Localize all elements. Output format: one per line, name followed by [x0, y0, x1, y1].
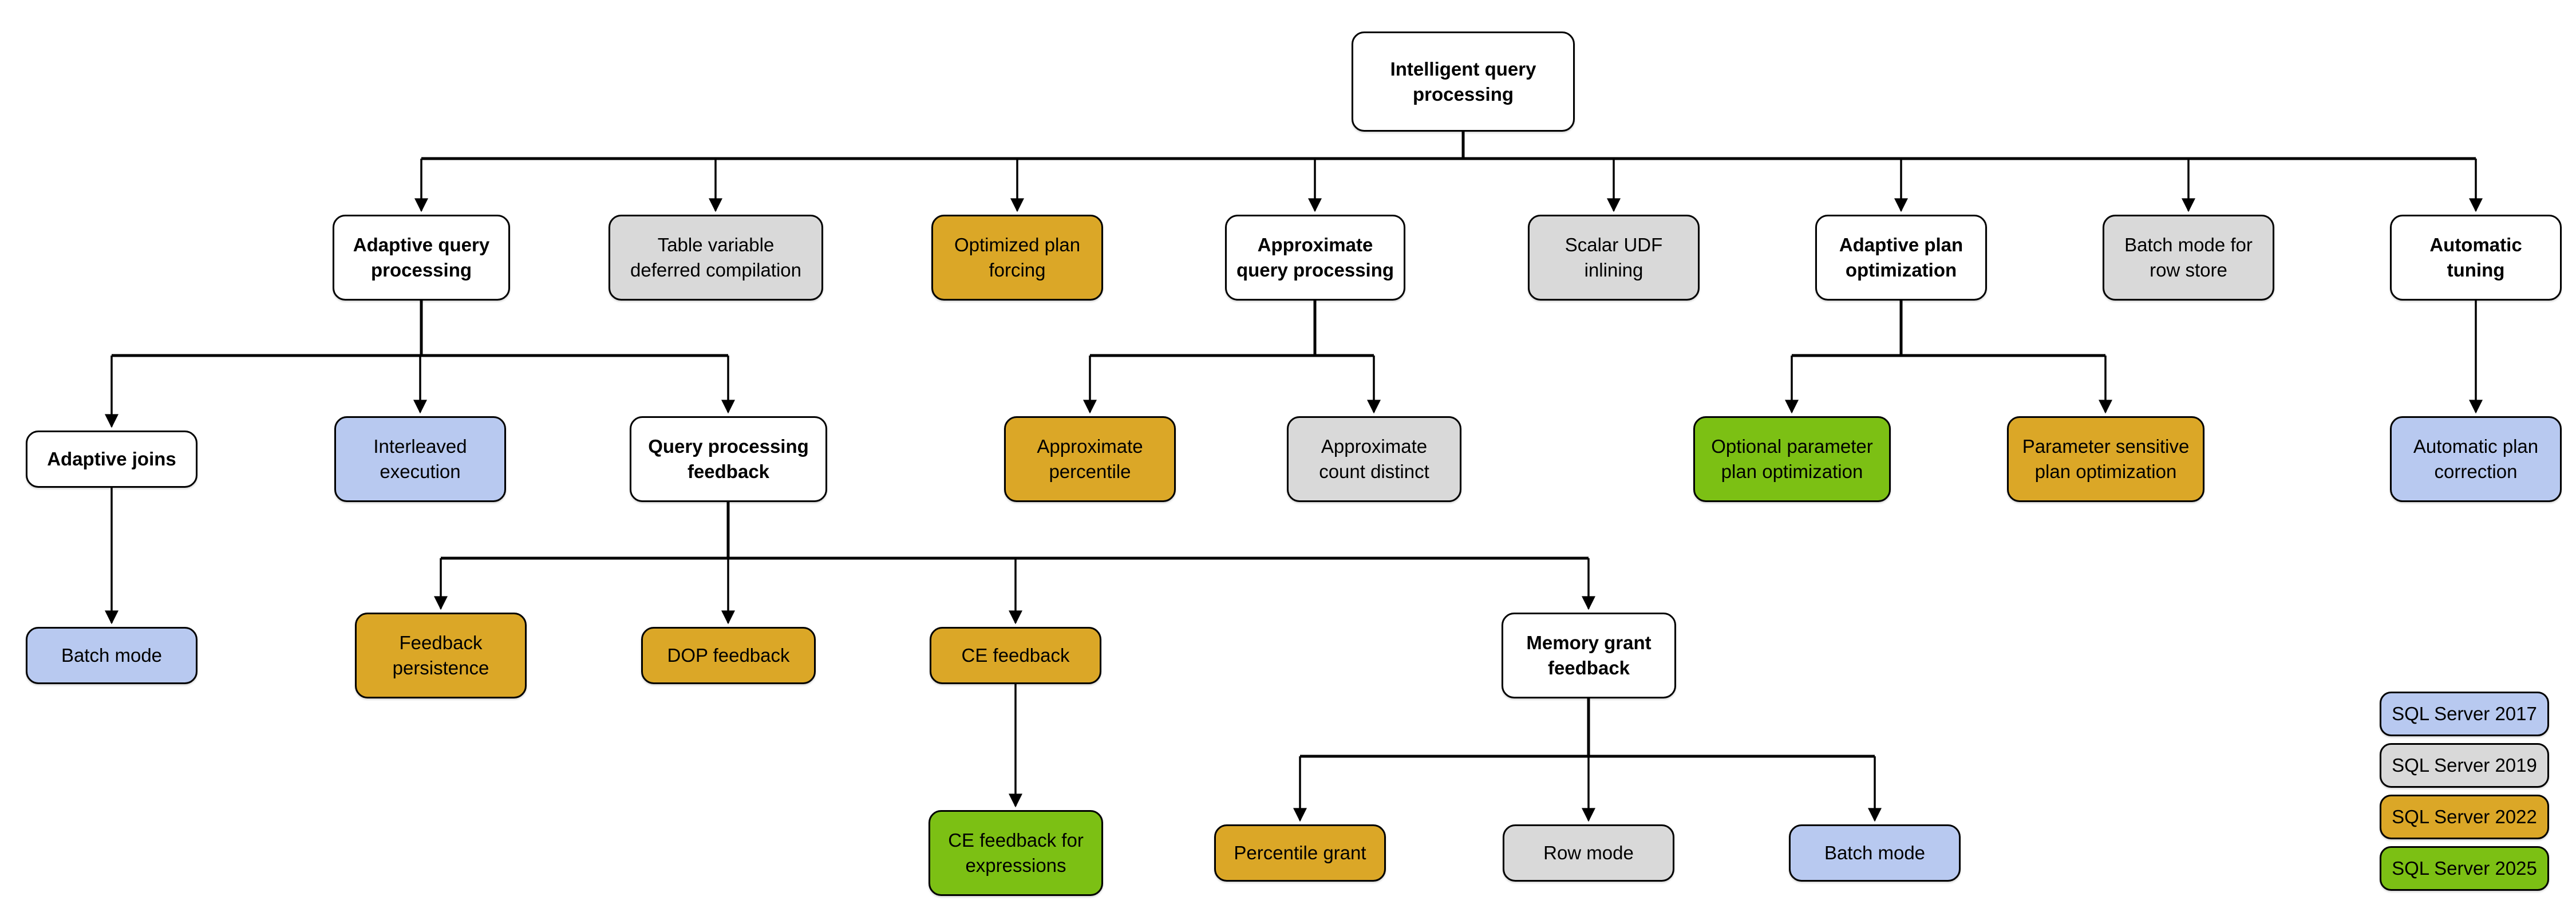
node-automatic-tuning: Automatic tuning — [2390, 215, 2562, 301]
node-adaptive-query-processing: Adaptive query processing — [333, 215, 510, 301]
node-automatic-plan-correction: Automatic plan correction — [2390, 416, 2562, 502]
node-adaptive-joins: Adaptive joins — [26, 431, 197, 488]
node-dop-feedback: DOP feedback — [641, 627, 816, 684]
node-scalar-udf-inlining: Scalar UDF inlining — [1528, 215, 1700, 301]
node-row-mode: Row mode — [1503, 824, 1674, 882]
node-batch-mode-memory-grant: Batch mode — [1789, 824, 1961, 882]
node-batch-mode-for-row-store: Batch mode for row store — [2103, 215, 2274, 301]
node-interleaved-execution: Interleaved execution — [334, 416, 506, 502]
node-parameter-sensitive-plan-optimization: Parameter sensitive plan optimization — [2007, 416, 2204, 502]
legend-item-sql-server-2019: SQL Server 2019 — [2380, 743, 2549, 788]
node-approximate-query-processing: Approximate query processing — [1225, 215, 1405, 301]
node-adaptive-plan-optimization: Adaptive plan optimization — [1815, 215, 1987, 301]
legend-item-sql-server-2017: SQL Server 2017 — [2380, 692, 2549, 736]
node-intelligent-query-processing: Intelligent query processing — [1352, 31, 1575, 132]
node-memory-grant-feedback: Memory grant feedback — [1502, 613, 1676, 698]
node-table-variable-deferred-compilation: Table variable deferred compilation — [609, 215, 823, 301]
node-feedback-persistence: Feedback persistence — [355, 613, 527, 698]
node-optimized-plan-forcing: Optimized plan forcing — [931, 215, 1103, 301]
legend-item-sql-server-2022: SQL Server 2022 — [2380, 795, 2549, 839]
node-ce-feedback: CE feedback — [930, 627, 1101, 684]
legend-item-sql-server-2025: SQL Server 2025 — [2380, 846, 2549, 891]
node-ce-feedback-for-expressions: CE feedback for expressions — [929, 810, 1103, 896]
node-query-processing-feedback: Query processing feedback — [630, 416, 827, 502]
node-batch-mode-adaptive-joins: Batch mode — [26, 627, 197, 684]
node-approximate-count-distinct: Approximate count distinct — [1287, 416, 1461, 502]
node-percentile-grant: Percentile grant — [1214, 824, 1386, 882]
node-optional-parameter-plan-optimization: Optional parameter plan optimization — [1693, 416, 1891, 502]
node-approximate-percentile: Approximate percentile — [1004, 416, 1176, 502]
